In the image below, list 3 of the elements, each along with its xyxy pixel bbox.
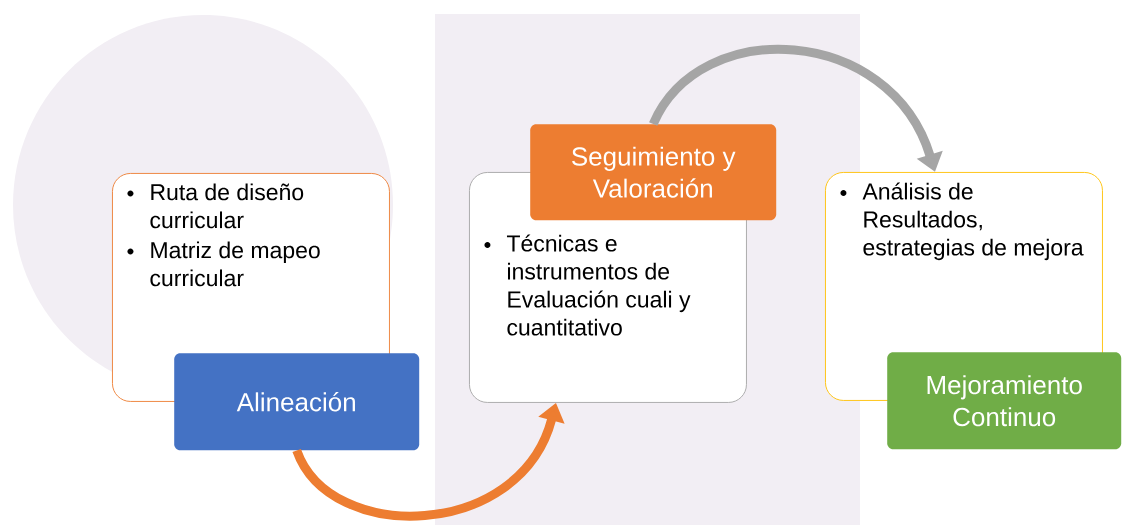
title-box: Mejoramiento Continuo [887, 352, 1122, 450]
title-box: Seguimiento y Valoración [530, 124, 777, 221]
title-box: Alineación [174, 353, 420, 451]
